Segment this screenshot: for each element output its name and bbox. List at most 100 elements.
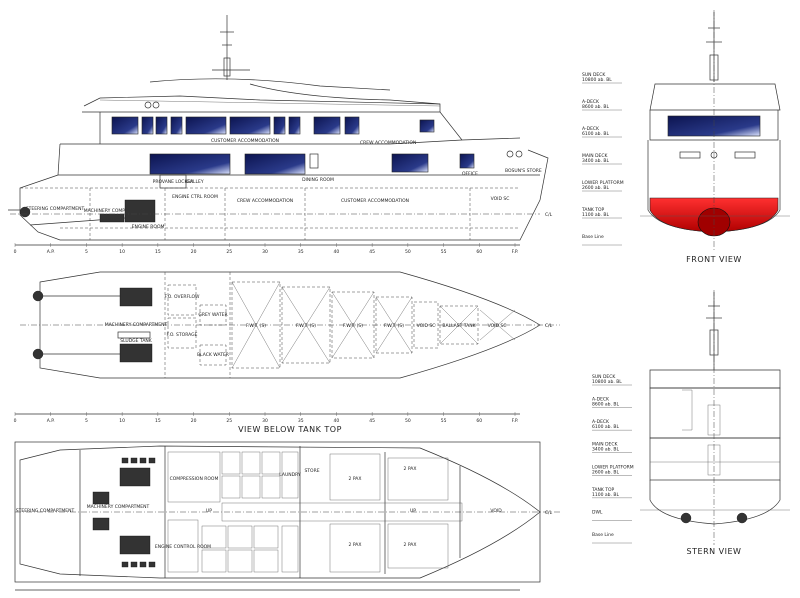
- propeller: [19, 206, 31, 218]
- stern-a-deck: [649, 387, 781, 439]
- window: [155, 116, 168, 135]
- black-water-tank: [199, 344, 227, 366]
- deck-level-value: 8600 ab. BL: [582, 104, 609, 110]
- cabin-label: 2 PAX: [349, 476, 362, 482]
- scale-tick-label: 20: [191, 249, 197, 255]
- generator-port: [92, 491, 110, 505]
- front-sun-deck: [649, 83, 781, 111]
- scale-tick-label: 0: [14, 418, 17, 424]
- deck-level-name: SUN DECK: [592, 374, 616, 380]
- stern-sun-deck: [649, 369, 781, 389]
- cabin-label: 2 PAX: [404, 542, 417, 548]
- deck-level-name: DWL: [592, 509, 603, 515]
- deck-level-name: MAIN DECK: [582, 153, 609, 159]
- main-aft-wall: [57, 143, 61, 176]
- deck-level-name: TANK TOP: [591, 487, 615, 493]
- scale-tick-label: 45: [369, 249, 375, 255]
- stern-view-title: STERN VIEW: [687, 547, 742, 556]
- scale-tick-label: 45: [369, 418, 375, 424]
- lower-label-laundry: LAUNDRY: [279, 472, 301, 478]
- deck-level-value: 8600 ab. BL: [592, 402, 619, 408]
- tank-label-grey: GREY WATER: [198, 312, 227, 318]
- label-cl: C/L: [545, 212, 553, 218]
- stern-mast-base: [709, 329, 719, 356]
- window: [111, 116, 139, 135]
- propeller-stbd: [32, 348, 44, 360]
- window: [185, 116, 227, 135]
- upper-deck: [82, 111, 463, 141]
- mast-base: [223, 57, 231, 77]
- fw-tank: F.W.T. (S): [331, 291, 375, 359]
- fo-storage-tank: [167, 317, 197, 349]
- scale-tick-label: A.P.: [47, 249, 55, 255]
- scale-tick-label: 60: [476, 249, 482, 255]
- upper-deck-rail: [83, 95, 441, 112]
- window-large: [244, 153, 306, 175]
- lower-label-up: UP: [206, 508, 212, 514]
- lower-label-compression: COMPRESSION ROOM: [170, 476, 219, 482]
- deck-level-value: 3400 ab. BL: [582, 158, 609, 164]
- scale-tick-label: 40: [334, 249, 340, 255]
- scale-tick-label: F.P.: [512, 418, 519, 424]
- deck-level-name: LOWER PLATFORM: [592, 464, 634, 470]
- tank-label-cl: C/L: [545, 323, 553, 329]
- porthole: [515, 150, 523, 158]
- label-engine-ctrl-room: ENGINE CTRL ROOM: [172, 194, 218, 200]
- window: [459, 153, 475, 169]
- tank-label-black: BLACK WATER: [197, 352, 229, 358]
- lower-engine-stbd: [119, 535, 151, 555]
- svg-text:F.W.T. (S): F.W.T. (S): [296, 323, 316, 329]
- label-steering-compartment: STEERING COMPARTMENT: [26, 206, 85, 212]
- window: [273, 116, 286, 135]
- deck-level-name: LOWER PLATFORM: [582, 180, 624, 186]
- fo-overflow-tank: [167, 284, 197, 316]
- cabin-label: 2 PAX: [404, 466, 417, 472]
- ballast-tank: BALLAST TANK: [439, 305, 479, 345]
- tank-top-plan: C/L MACHINERY COMPARTMENT SLUDGE TANK F.…: [14, 271, 560, 434]
- label-dining-room: DINING ROOM: [302, 177, 334, 183]
- scale-tick-label: 55: [441, 249, 447, 255]
- label-bosuns-store: BOSUN'S STORE: [505, 168, 542, 174]
- lower-engine-port: [119, 467, 151, 487]
- svg-text:BALLAST TANK: BALLAST TANK: [442, 323, 476, 329]
- label-void-sc: VOID SC: [491, 196, 510, 202]
- fw-tank: F.W.T. (S): [375, 296, 413, 354]
- scale-tick-label: 60: [476, 418, 482, 424]
- front-window-small: [734, 151, 756, 159]
- scale-tick-label: 35: [298, 249, 304, 255]
- window: [141, 116, 154, 135]
- crew-cabins: [201, 451, 299, 573]
- lower-label-up-fwd: UP: [410, 508, 416, 514]
- label-crew-accommodation: CREW ACCOMMODATION: [360, 140, 416, 146]
- window: [313, 116, 341, 135]
- sun-deck-roof: [149, 78, 391, 91]
- front-window-small: [679, 151, 701, 159]
- deck-level-value: 10800 ab. BL: [582, 77, 612, 83]
- fw-tank: F.W.T. (S): [281, 286, 331, 364]
- lower-label-void: VOID: [490, 508, 502, 514]
- deck-level-name: A-DECK: [592, 397, 610, 403]
- window: [419, 119, 435, 133]
- deck-level-value: 1100 ab. BL: [592, 492, 619, 498]
- lower-label-engine-control: ENGINE CONTROL ROOM: [155, 544, 211, 550]
- deck-level-name: SUN DECK: [582, 72, 606, 78]
- lower-deck-hull: [19, 445, 541, 579]
- tank-top-title: VIEW BELOW TANK TOP: [238, 425, 342, 434]
- scale-tick-label: 40: [334, 418, 340, 424]
- label-customer-accommodation-lower: CUSTOMER ACCOMMODATION: [341, 198, 409, 204]
- grey-water-tank: [199, 304, 227, 326]
- scale-tick-label: A.P.: [47, 418, 55, 424]
- deck-level-value: 6100 ab. BL: [582, 131, 609, 137]
- equipment-row: [121, 457, 156, 568]
- window: [288, 116, 301, 135]
- scale-tick-label: 25: [226, 418, 232, 424]
- tank-label-fo-storage: F.O. STORAGE: [167, 332, 198, 338]
- deck-level-value: 3400 ab. BL: [592, 447, 619, 453]
- label-customer-accommodation: CUSTOMER ACCOMMODATION: [211, 138, 279, 144]
- propeller-shaft: [29, 217, 126, 226]
- void-tank-fwd: VOID SC: [479, 309, 516, 341]
- tank-label-fo-overflow: F.O. OVERFLOW: [165, 294, 201, 300]
